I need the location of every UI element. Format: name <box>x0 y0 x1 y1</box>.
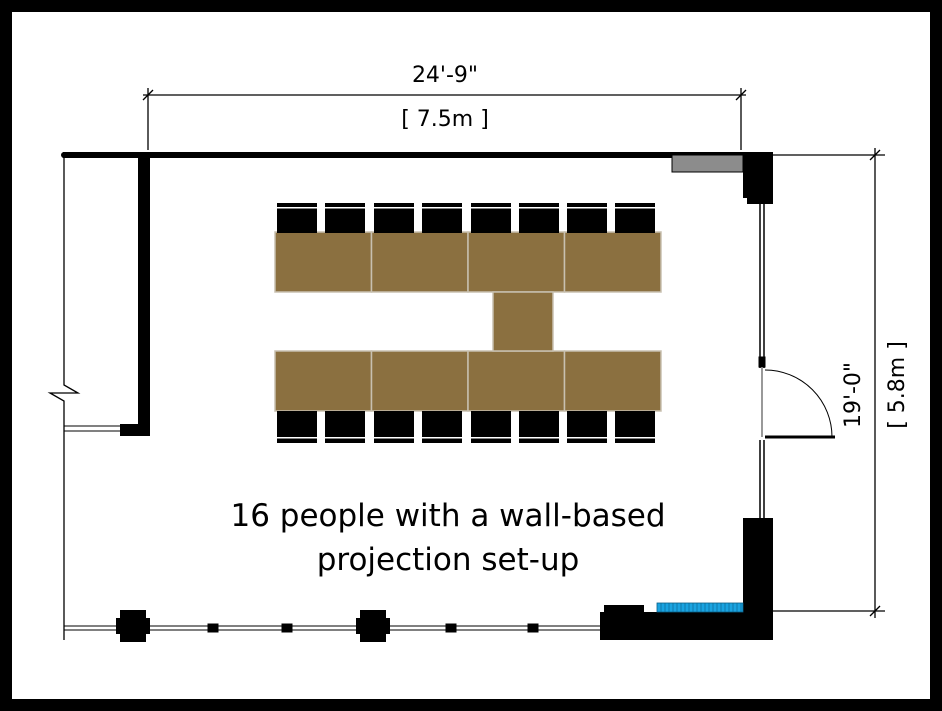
table-segment <box>563 231 662 293</box>
table-segment <box>370 231 469 293</box>
right-window-wall <box>758 204 766 518</box>
chair-back-line <box>615 437 655 439</box>
chair-back-line <box>471 207 511 209</box>
connector-table <box>492 291 554 352</box>
chair-back-line <box>519 437 559 439</box>
chair-back-line <box>519 207 559 209</box>
chair-back-line <box>277 437 317 439</box>
width-dimension-line <box>142 88 747 150</box>
chair-back-line <box>422 207 462 209</box>
cabinet <box>671 154 744 173</box>
table-segment <box>467 350 566 412</box>
chair-back-line <box>374 207 414 209</box>
outer-wall-break <box>47 155 81 640</box>
chair-back-line <box>422 437 462 439</box>
projection-screen <box>656 602 744 613</box>
chair-back-line <box>567 207 607 209</box>
caption-line-1: 16 people with a wall-based <box>230 498 665 534</box>
table-segment <box>370 350 469 412</box>
chair-back-line <box>567 437 607 439</box>
caption-line-2: projection set-up <box>317 542 580 578</box>
chair-back-line <box>374 437 414 439</box>
chair-back-line <box>471 437 511 439</box>
width-imperial-label: 24'-9" <box>412 63 478 88</box>
chair-back-line <box>325 437 365 439</box>
furniture <box>274 203 662 443</box>
table-segment <box>274 350 373 412</box>
width-metric-label: [ 7.5m ] <box>401 107 489 132</box>
door <box>761 368 835 439</box>
chair-back-line <box>615 207 655 209</box>
left-window <box>64 425 120 432</box>
table-segment <box>563 350 662 412</box>
table-segment <box>274 231 373 293</box>
walls <box>61 152 773 642</box>
table-segment <box>467 231 566 293</box>
depth-metric-label: [ 5.8m ] <box>885 341 910 429</box>
chair-back-line <box>325 207 365 209</box>
chair-back-line <box>277 207 317 209</box>
bottom-window <box>64 623 600 633</box>
depth-dimension-line <box>773 148 885 618</box>
depth-imperial-label: 19'-0" <box>841 362 866 428</box>
